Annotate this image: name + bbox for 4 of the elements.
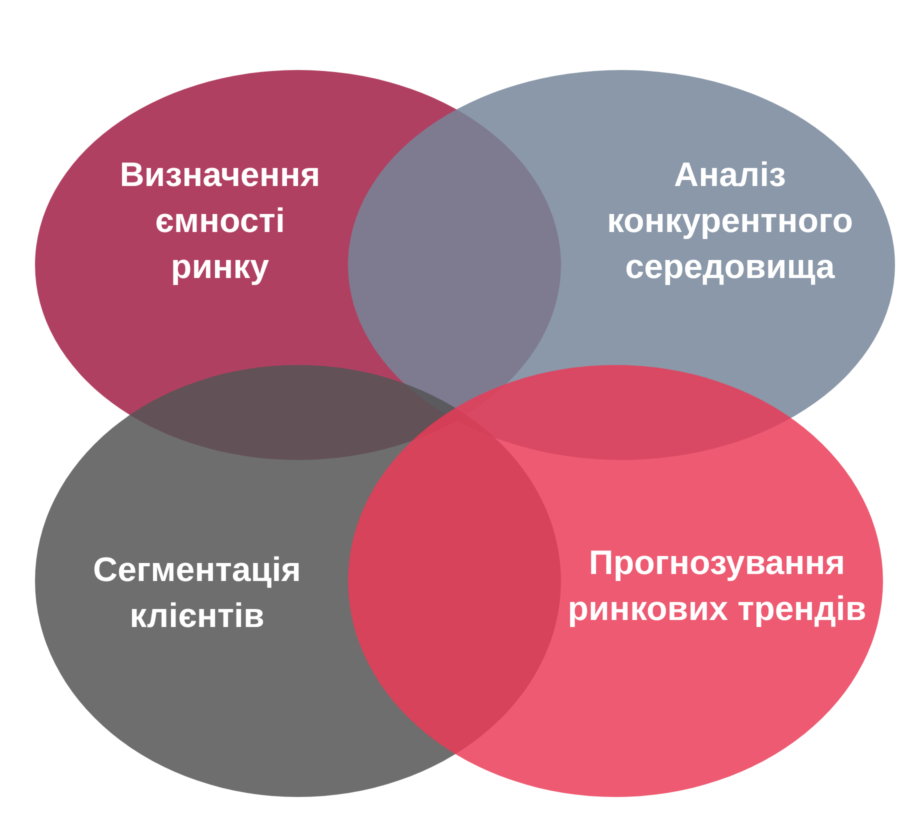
ellipse-label: Аналіз конкурентного середовища [606, 155, 854, 288]
ellipse-label: Визначення ємності ринку [118, 155, 322, 288]
ellipse-label: Сегментація клієнтів [92, 550, 302, 637]
ellipse-label: Прогнозування ринкових трендів [567, 543, 867, 630]
